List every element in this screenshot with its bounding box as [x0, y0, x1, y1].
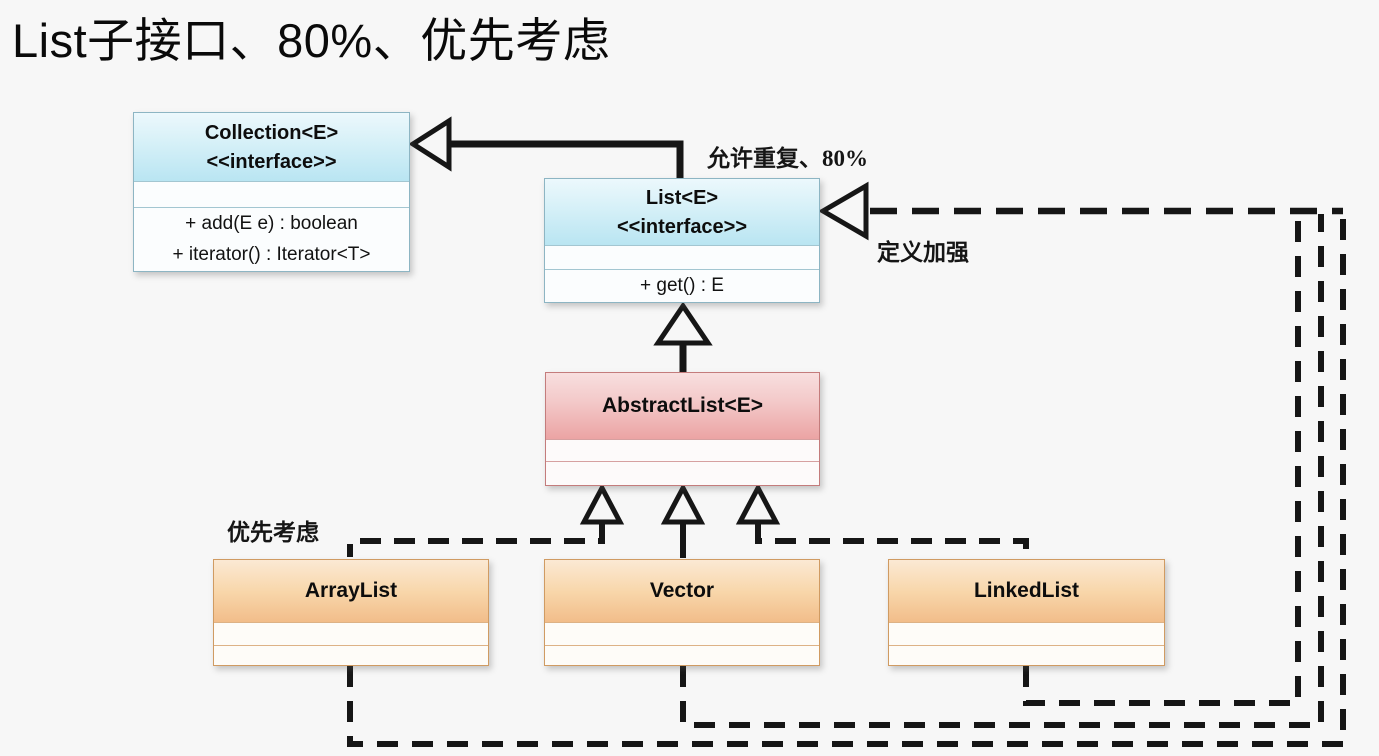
methods-compartment [214, 645, 488, 665]
note-define-enhance: 定义加强 [877, 240, 969, 265]
hollow-triangle-up-icon [735, 482, 781, 525]
class-name: List<E> [645, 187, 719, 209]
class-name: ArrayList [304, 579, 398, 603]
class-box-list: List<E> <<interface>> + get() : E [544, 178, 820, 303]
hollow-triangle-left-icon [408, 116, 452, 172]
class-box-vector: Vector [544, 559, 820, 666]
fields-compartment [889, 622, 1164, 645]
class-box-arraylist: ArrayList [213, 559, 489, 666]
class-name: LinkedList [973, 579, 1079, 603]
class-stereotype: <<interface>> [616, 216, 748, 238]
page-title: List子接口、80%、优先考虑 [12, 14, 611, 67]
hollow-triangle-up-icon [660, 482, 706, 525]
class-box-abstractlist: AbstractList<E> [545, 372, 820, 486]
method-text: + iterator() : Iterator<T> [172, 243, 371, 265]
subclasses-to-list-dashed-arrow [818, 181, 1343, 241]
linkedlist-to-list-dashed-path [1023, 214, 1301, 706]
class-header-list: List<E> <<interface>> [545, 179, 819, 245]
class-header-abstractlist: AbstractList<E> [546, 373, 819, 439]
class-header-linkedlist: LinkedList [889, 560, 1164, 622]
class-box-collection: Collection<E> <<interface>> + add(E e) :… [133, 112, 410, 272]
linkedlist-extends-abstractlist-connector [735, 482, 1029, 557]
class-name: Collection<E> [204, 122, 339, 144]
fields-compartment [546, 439, 819, 461]
note-allow-duplicates: 允许重复、80% [707, 146, 868, 171]
method-text: + add(E e) : boolean [185, 213, 358, 235]
methods-compartment [545, 645, 819, 665]
method-text: + get() : E [640, 274, 724, 296]
vector-to-list-dashed-path [680, 214, 1324, 728]
methods-compartment: + get() : E [545, 269, 819, 302]
class-stereotype: <<interface>> [206, 151, 337, 173]
fields-compartment [545, 622, 819, 645]
note-priority: 优先考虑 [227, 520, 319, 545]
methods-compartment [889, 645, 1164, 665]
fields-compartment [214, 622, 488, 645]
arraylist-to-list-dashed-path [347, 214, 1346, 747]
hollow-triangle-left-icon [818, 181, 869, 241]
class-name: Vector [649, 579, 715, 603]
class-header-arraylist: ArrayList [214, 560, 488, 622]
methods-compartment: + add(E e) : boolean + iterator() : Iter… [134, 207, 409, 271]
arraylist-extends-abstractlist-connector [347, 482, 625, 557]
hollow-triangle-up-icon [653, 301, 713, 346]
class-header-vector: Vector [545, 560, 819, 622]
abstractlist-extends-list-arrow [653, 301, 713, 372]
class-name: AbstractList<E> [601, 394, 764, 418]
vector-extends-abstractlist-connector [660, 482, 706, 558]
hollow-triangle-up-icon [579, 482, 625, 525]
methods-compartment [546, 461, 819, 485]
fields-compartment [545, 245, 819, 269]
fields-compartment [134, 181, 409, 207]
list-extends-collection-arrow [408, 116, 684, 179]
class-box-linkedlist: LinkedList [888, 559, 1165, 666]
class-header-collection: Collection<E> <<interface>> [134, 113, 409, 181]
